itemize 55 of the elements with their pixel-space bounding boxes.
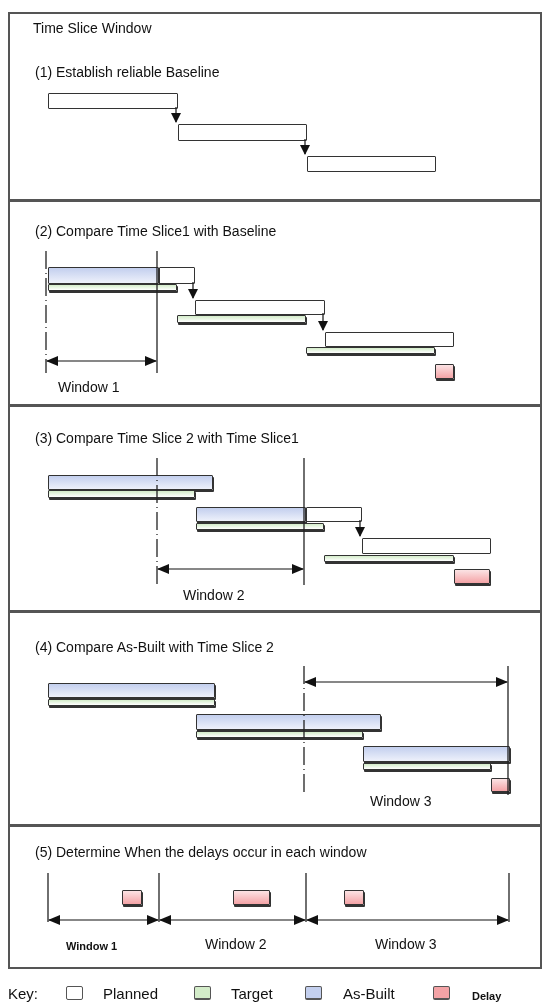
step-panel [8, 825, 542, 969]
target-bar [324, 555, 454, 562]
window-label: Window 1 [66, 939, 118, 954]
delay-bar [435, 364, 454, 379]
legend-label: As-Built [343, 985, 395, 1002]
step-heading: (1) Establish reliable Baseline [35, 64, 220, 81]
planned-bar [159, 267, 195, 284]
target-bar [196, 523, 324, 530]
step-panel [8, 405, 542, 612]
window-label: Window 1 [58, 379, 120, 396]
as-built-bar [48, 683, 215, 698]
target-bar [48, 490, 195, 498]
planned-bar [307, 156, 436, 172]
target-bar [48, 284, 177, 291]
as-built-bar [363, 746, 510, 762]
dependency-arrow [355, 519, 365, 537]
window-label: Window 3 [370, 793, 432, 810]
diagram-title: Time Slice Window [33, 20, 152, 37]
step-heading: (3) Compare Time Slice 2 with Time Slice1 [35, 430, 299, 447]
planned-bar [195, 300, 325, 315]
key-label: Key: [8, 985, 38, 1002]
target-bar [306, 347, 435, 354]
planned-bar [362, 538, 491, 554]
legend-label: Target [231, 985, 273, 1002]
as-built-bar [196, 507, 306, 522]
planned-bar [48, 93, 178, 109]
target-bar [48, 699, 215, 706]
step-panel [8, 12, 542, 201]
as-built-bar [196, 714, 381, 730]
as-built-bar [48, 267, 159, 284]
as-built-bar [48, 475, 213, 490]
dependency-arrow [300, 138, 310, 155]
legend-label: Planned [103, 985, 159, 1002]
target-bar [363, 763, 491, 770]
dependency-arrow [171, 106, 181, 123]
legend-label: Delay [472, 989, 502, 1004]
step-heading: (5) Determine When the delays occur in each window [35, 844, 367, 861]
dependency-arrow [318, 312, 328, 331]
window-label: Window 2 [205, 936, 267, 953]
planned-bar [306, 507, 362, 522]
target-bar [196, 731, 363, 738]
delay-bar [344, 890, 364, 905]
step-panel [8, 200, 542, 406]
window-label: Window 3 [375, 936, 437, 953]
delay-bar [233, 890, 270, 905]
step-panel [8, 611, 542, 826]
delay-bar [122, 890, 142, 905]
planned-bar [178, 124, 307, 141]
target-bar [177, 315, 306, 323]
planned-bar [325, 332, 454, 347]
window-label: Window 2 [183, 587, 245, 604]
delay-bar [454, 569, 490, 584]
step-heading: (2) Compare Time Slice1 with Baseline [35, 223, 277, 240]
dependency-arrow [188, 281, 198, 299]
step-heading: (4) Compare As-Built with Time Slice 2 [35, 639, 274, 656]
